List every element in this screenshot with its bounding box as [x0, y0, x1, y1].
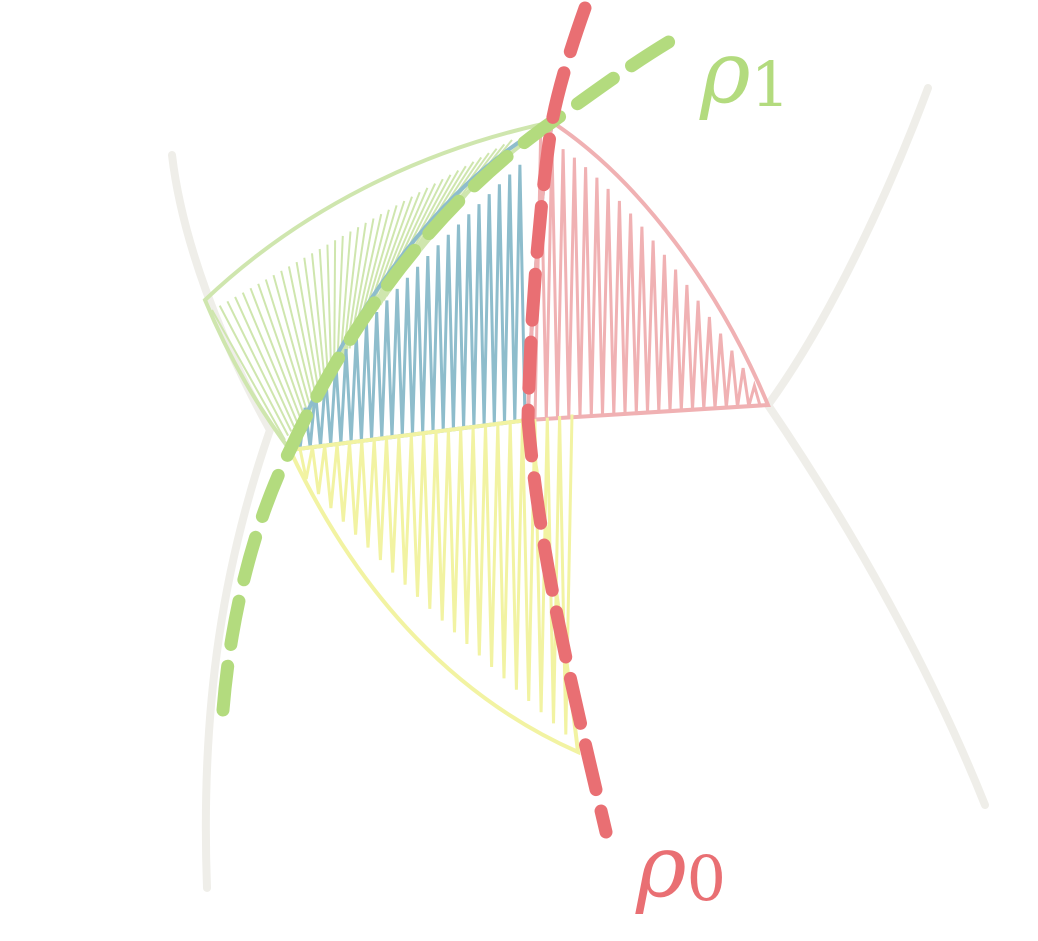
pink-region	[525, 118, 771, 423]
yellow-region-wiggle	[298, 414, 574, 735]
rho0-curve	[521, 1, 613, 839]
green-hatch-stroke	[264, 279, 308, 410]
green-hatch-stroke	[272, 274, 311, 406]
green-hatch-stroke	[333, 240, 337, 371]
green-hatch-stroke	[339, 231, 352, 362]
green-hatch-stroke	[373, 183, 437, 315]
rho0-label-subscript: 0	[687, 842, 726, 915]
green-hatch-stroke	[211, 309, 286, 441]
green-hatch-stroke	[336, 235, 344, 366]
green-hatch-stroke	[370, 187, 429, 319]
pink-region-wiggle	[533, 136, 762, 420]
green-hatch-stroke	[287, 266, 317, 397]
green-hatch-stroke	[241, 292, 299, 423]
green-hatch-stroke	[311, 253, 326, 384]
green-hatch-stroke	[257, 283, 305, 415]
green-hatch-stroke	[226, 300, 293, 432]
left-guide-curve	[168, 151, 275, 892]
green-hatch-stroke	[234, 296, 296, 428]
yellow-region	[287, 414, 581, 756]
green-hatch-stroke	[295, 261, 320, 393]
green-hatch-stroke	[218, 305, 289, 437]
rho0-label: ρ0	[635, 817, 726, 917]
rho0-label-base: ρ	[635, 817, 687, 917]
green-hatch-stroke	[326, 244, 333, 375]
rho1-label-subscript: 1	[751, 48, 790, 121]
rho1-label: ρ1	[699, 23, 790, 123]
rho1-curve	[216, 33, 679, 717]
green-hatch-stroke	[318, 248, 330, 380]
green-hatch-stroke	[249, 287, 302, 419]
right-guide-curve	[763, 84, 989, 809]
green-hatch-stroke	[280, 270, 314, 402]
rho1-label-base: ρ	[699, 23, 751, 123]
green-hatch-stroke	[303, 257, 323, 388]
